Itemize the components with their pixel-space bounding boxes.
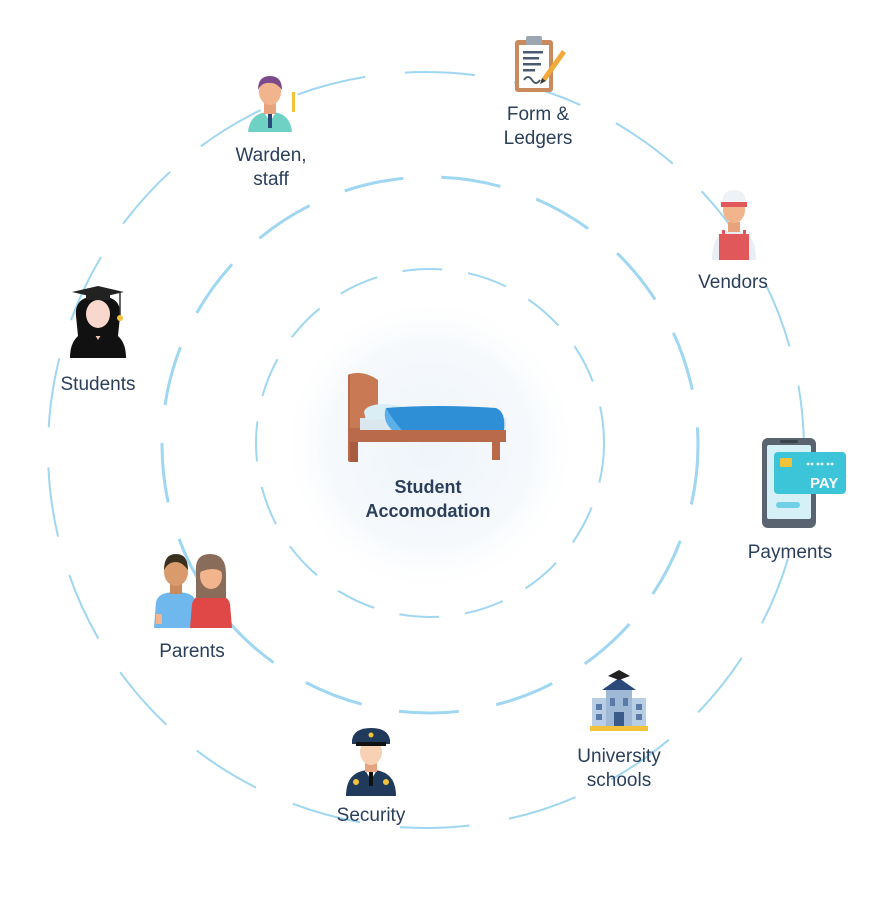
node-label-form-ledgers: Form & Ledgers: [504, 103, 573, 151]
center-label: Student Accomodation: [365, 475, 490, 523]
node-label-payments-line1: Payments: [747, 542, 833, 563]
node-label-vendors-line1: Vendors: [698, 272, 768, 293]
node-label-students: Students: [61, 373, 136, 397]
node-label-university-schools: University schools: [577, 745, 660, 793]
node-label-payments: Payments: [748, 541, 832, 565]
middle-ring: [160, 175, 700, 715]
node-label-parents: Parents: [159, 640, 224, 664]
node-label-parents-line1: Parents: [159, 641, 225, 662]
phone-payment-icon: PAY: [762, 438, 846, 528]
node-label-university-schools-line1: University: [577, 746, 661, 767]
node-label-warden-staff-line1: Warden,: [235, 145, 307, 166]
node-label-vendors: Vendors: [698, 271, 768, 295]
vendor-icon: [712, 190, 756, 260]
clipboard-icon: [515, 36, 566, 92]
graduate-icon: [70, 286, 126, 358]
center-label-line2: Accomodation: [365, 501, 491, 521]
node-label-security: Security: [337, 804, 406, 828]
warden-icon: [248, 76, 295, 132]
inner-ring: [255, 268, 605, 618]
node-label-warden-staff: Warden, staff: [235, 144, 306, 192]
node-label-security-line1: Security: [336, 805, 406, 826]
node-label-university-schools-line2: schools: [586, 770, 652, 791]
security-guard-icon: [346, 728, 396, 796]
center-glow: [280, 295, 580, 595]
university-building-icon: [590, 670, 648, 731]
node-label-form-ledgers-line2: Ledgers: [503, 128, 573, 149]
bed-icon: [348, 372, 506, 462]
center-label-line1: Student: [394, 477, 462, 497]
node-label-students-line1: Students: [60, 374, 136, 395]
pay-text: PAY: [810, 475, 838, 492]
node-label-warden-staff-line2: staff: [253, 169, 289, 190]
parents-icon: [154, 554, 232, 628]
node-label-form-ledgers-line1: Form &: [506, 104, 570, 125]
